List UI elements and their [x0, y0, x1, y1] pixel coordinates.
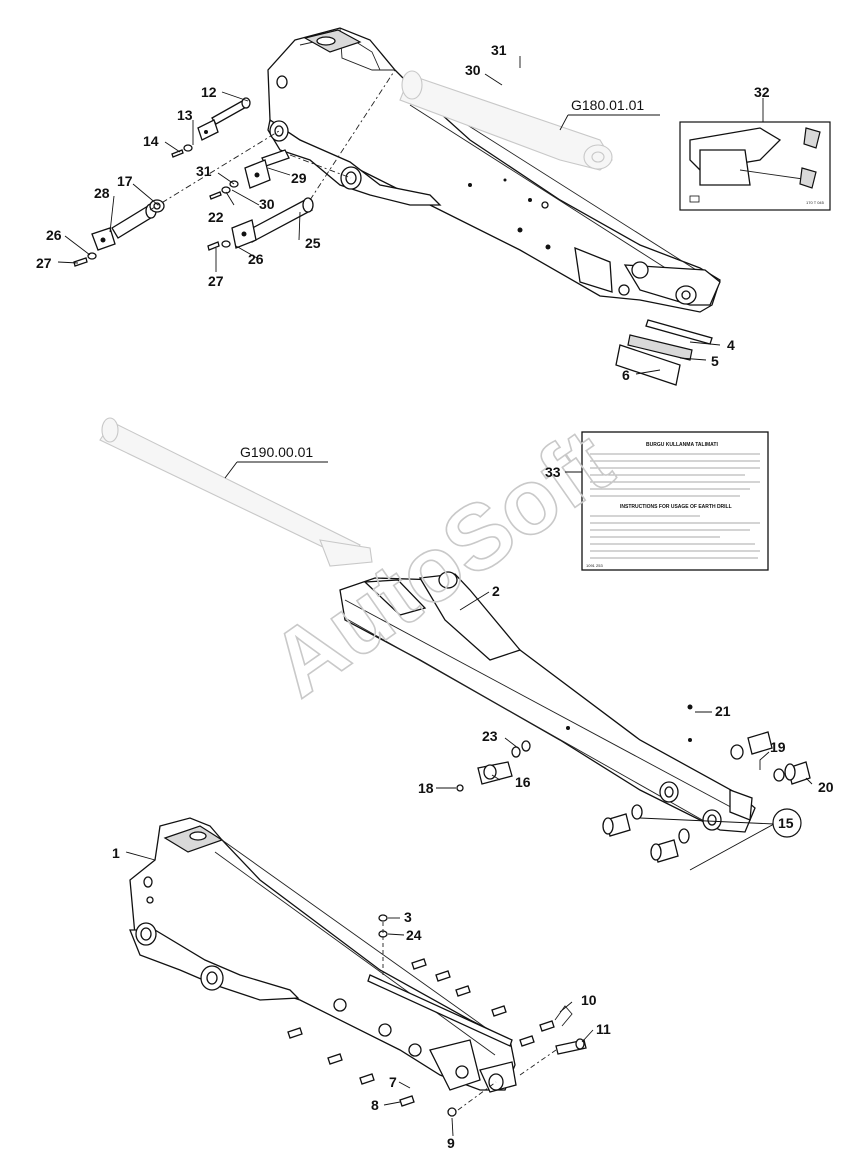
inset-code: 170 T 045 [806, 200, 825, 205]
callout-16: 16 [515, 774, 531, 790]
ref-cylinder-middle: G190.00.01 [240, 444, 313, 460]
callout-12: 12 [201, 84, 217, 100]
callout-31b: 31 [491, 42, 507, 58]
callout-1: 1 [112, 845, 120, 861]
boom-bottom-assembly [129, 817, 587, 1117]
callout-3: 3 [404, 909, 412, 925]
leader-lines [57, 56, 813, 1137]
callouts: 12 13 14 17 28 26 27 31 22 30 29 25 26 2… [36, 42, 834, 1151]
callout-14: 14 [143, 133, 159, 149]
callout-7: 7 [389, 1074, 397, 1090]
callout-26b: 26 [248, 251, 264, 267]
callout-26a: 26 [46, 227, 62, 243]
bushings [602, 704, 811, 863]
inset-panel: 170 T 045 [679, 121, 831, 211]
callout-18: 18 [418, 780, 434, 796]
wear-pads [615, 319, 713, 386]
callout-31a: 31 [196, 163, 212, 179]
callout-circle-15 [772, 808, 802, 838]
callout-22: 22 [208, 209, 224, 225]
callout-21: 21 [715, 703, 731, 719]
callout-28: 28 [94, 185, 110, 201]
callout-30a: 30 [259, 196, 275, 212]
callout-32: 32 [754, 84, 770, 100]
callout-11: 11 [596, 1021, 611, 1037]
cylinder-top-ghost [399, 70, 613, 171]
decal-code: 1091 253 [586, 563, 603, 568]
callout-27a: 27 [36, 255, 52, 271]
cylinder-middle-ghost [99, 417, 373, 567]
callout-6: 6 [622, 367, 630, 383]
callout-5: 5 [711, 353, 719, 369]
callout-33: 33 [545, 464, 561, 480]
callout-8: 8 [371, 1097, 379, 1113]
boom-top-assembly [267, 27, 721, 313]
callout-9: 9 [447, 1135, 455, 1151]
callout-15: 15 [778, 815, 794, 831]
callout-24: 24 [406, 927, 422, 943]
callout-2: 2 [492, 583, 500, 599]
callout-27b: 27 [208, 273, 224, 289]
pins-group [73, 69, 396, 267]
callout-4: 4 [727, 337, 735, 353]
callout-23: 23 [482, 728, 498, 744]
callout-30b: 30 [465, 62, 481, 78]
decal-title-tr: BURGU KULLANMA TALIMATI [646, 442, 718, 448]
pin-assembly-16 [456, 740, 531, 792]
callout-29: 29 [291, 170, 307, 186]
ref-cylinder-top: G180.01.01 [571, 97, 644, 113]
callout-17: 17 [117, 173, 133, 189]
instruction-decal: BURGU KULLANMA TALIMATI INSTRUCTIONS FOR… [581, 431, 769, 571]
callout-25: 25 [305, 235, 321, 251]
callout-13: 13 [177, 107, 193, 123]
callout-19: 19 [770, 739, 786, 755]
decal-title-en: INSTRUCTIONS FOR USAGE OF EARTH DRILL [620, 504, 732, 510]
callout-20: 20 [818, 779, 834, 795]
dipper-middle-assembly [339, 571, 756, 833]
callout-10: 10 [581, 992, 597, 1008]
